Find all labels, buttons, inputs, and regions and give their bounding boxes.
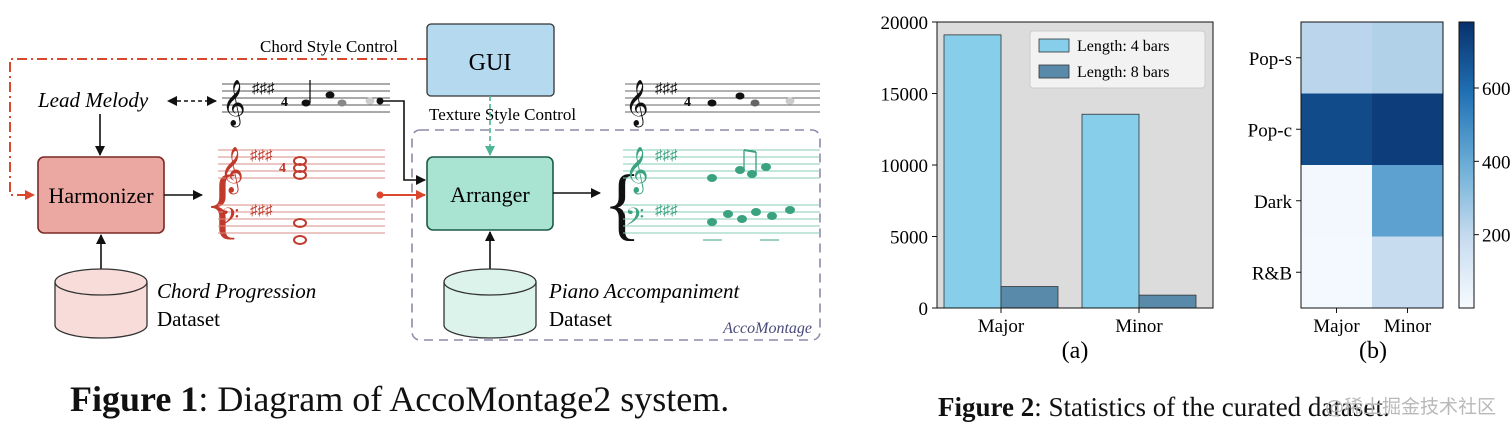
gui-label: GUI	[469, 50, 512, 76]
chord-progression-database-icon	[54, 268, 148, 339]
output-bass-clef: 𝄢	[625, 204, 644, 237]
heatmap-frame	[1300, 21, 1444, 309]
output-melody-clef: 𝄞	[625, 80, 649, 128]
y-tick-label: 0	[919, 299, 929, 320]
piano-accompaniment-database-icon	[443, 268, 537, 339]
piano-dataset-name: Piano Accompaniment	[548, 279, 740, 303]
heatmap-cell	[1301, 93, 1373, 166]
output-melody-note-faded	[785, 97, 795, 105]
colorbar-tick-label: 600	[1482, 79, 1511, 100]
chord-bass-key-signature: ♯♯♯	[250, 203, 273, 219]
heatmap-cell	[1301, 22, 1373, 94]
bar-minor-series-2	[1138, 294, 1197, 309]
heatmap-cell	[1301, 236, 1373, 309]
melody-note-faded	[365, 97, 375, 105]
y-tick-label: 20000	[881, 13, 929, 34]
piano-dataset-sub: Dataset	[549, 307, 612, 331]
heatmap-y-tick-label: Pop-c	[1248, 120, 1292, 141]
melody-note	[301, 99, 311, 107]
chord-style-control-line	[9, 58, 427, 200]
output-melody-note	[735, 92, 745, 100]
arranger-label: Arranger	[450, 182, 530, 207]
heatmap-cell	[1372, 93, 1444, 166]
harmonizer-label: Harmonizer	[48, 183, 154, 208]
chord-key-signature: ♯♯♯	[250, 148, 273, 164]
melody-note	[325, 91, 335, 99]
chord-style-control-label: Chord Style Control	[260, 37, 398, 56]
melody-to-arranger-arrow	[380, 100, 426, 185]
heatmap-y-tick-label: R&B	[1252, 263, 1292, 284]
output-melody-staff	[625, 83, 820, 113]
heatmap-colorbar	[1458, 21, 1475, 309]
heatmap-y-tick-label: Pop-s	[1249, 49, 1292, 70]
figure-1-caption-label: Figure 1	[70, 379, 199, 419]
accomontage-diagram: AccoMontage Chord Style Control GUI Text…	[9, 23, 821, 341]
legend-entry: Length: 8 bars	[1077, 64, 1169, 81]
figure-1-caption-text: : Diagram of AccoMontage2 system.	[198, 379, 730, 419]
chord-bass-note	[293, 235, 307, 245]
output-key-signature: ♯♯♯	[655, 148, 678, 164]
output-melody-note	[750, 99, 760, 107]
bar-chart-length-stats: 0 5000 10000 15000 20000 Major Minor Length: …	[881, 13, 1214, 364]
colorbar-tick-label: 200	[1482, 226, 1511, 247]
chord-staff-brace: {	[204, 159, 241, 246]
legend-swatch	[1038, 64, 1070, 79]
heatmap-x-tick-label: Minor	[1384, 316, 1432, 337]
output-melody-time-signature: 4	[684, 95, 691, 110]
heatmap-sublabel: (b)	[1359, 338, 1387, 364]
lead-melody-arrow-back-head	[167, 96, 177, 106]
figure-2-caption-text: : Statistics of the curated dataset.	[1034, 392, 1390, 422]
y-tick-label: 10000	[881, 156, 929, 177]
texture-style-control-label: Texture Style Control	[429, 105, 576, 124]
heatmap-cell	[1301, 165, 1373, 237]
x-tick-label: Major	[978, 316, 1025, 337]
accomontage-group-label: AccoMontage	[722, 320, 812, 337]
heatmap-cell	[1372, 165, 1444, 237]
melody-treble-clef: 𝄞	[222, 80, 246, 128]
figure-2-caption-label: Figure 2	[938, 392, 1035, 422]
colorbar-tick-label: 400	[1482, 152, 1511, 173]
bar-major-series-2	[1000, 286, 1059, 309]
melody-time-signature: 4	[281, 95, 288, 110]
chord-dataset-sub: Dataset	[157, 307, 220, 331]
watermark: @稀土掘金技术社区	[1324, 396, 1496, 418]
melody-note	[337, 99, 347, 107]
heatmap-y-tick-label: Dark	[1254, 192, 1292, 213]
lead-melody-label: Lead Melody	[37, 88, 149, 112]
melody-key-signature: ♯♯♯	[252, 81, 275, 97]
output-melody-note	[707, 99, 717, 107]
output-melody-key-signature: ♯♯♯	[655, 81, 678, 97]
heatmap-cell	[1372, 236, 1444, 309]
chord-dataset-name: Chord Progression	[157, 279, 316, 303]
y-tick-label: 15000	[881, 85, 929, 106]
legend-entry: Length: 4 bars	[1077, 38, 1169, 55]
figure-2-caption: Figure 2: Statistics of the curated data…	[938, 392, 1390, 423]
chord-time-signature: 4	[279, 161, 286, 176]
figure-1-caption: Figure 1: Diagram of AccoMontage2 system…	[70, 378, 729, 420]
melody-staff	[222, 83, 390, 113]
y-tick-label: 5000	[890, 228, 928, 249]
legend-box	[1029, 30, 1206, 89]
output-accompaniment-notes	[703, 149, 795, 241]
chord-bass-clef: 𝄢	[220, 204, 239, 237]
chord-bass-note	[293, 218, 307, 228]
chord-treble-clef: 𝄞	[220, 147, 244, 195]
output-bass-key-signature: ♯♯♯	[655, 203, 678, 219]
legend-swatch	[1038, 38, 1070, 53]
heatmap-cell	[1372, 22, 1444, 94]
chord-whole-note	[293, 170, 307, 180]
heatmap-x-tick-label: Major	[1313, 316, 1360, 337]
output-treble-clef: 𝄞	[625, 147, 649, 195]
bar-major-series-1	[943, 34, 1002, 309]
output-accompaniment-treble	[623, 149, 820, 179]
accomontage-group-border	[411, 129, 821, 341]
bar-minor-series-1	[1081, 113, 1140, 309]
x-tick-label: Minor	[1115, 316, 1163, 337]
bar-chart-sublabel: (a)	[1062, 338, 1089, 364]
